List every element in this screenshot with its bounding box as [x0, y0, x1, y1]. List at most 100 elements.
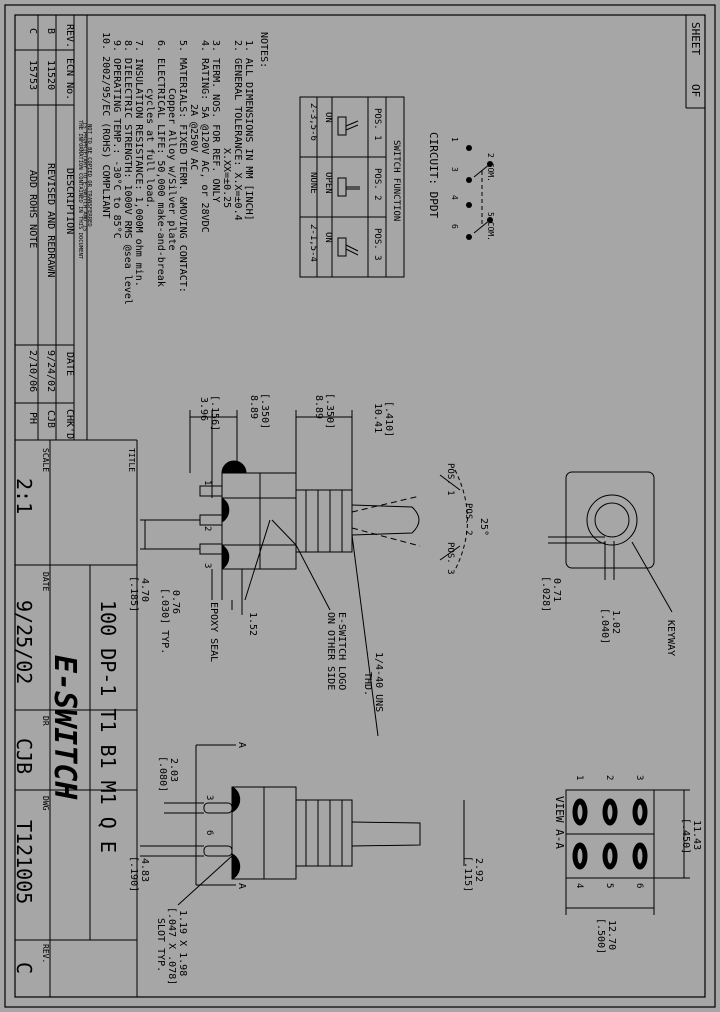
- note-line-2: 2. GENERAL TOLERANCE: X.X=±0.4: [232, 40, 243, 221]
- title-value: 100 DP-1 T1 B1 M1 Q E: [96, 600, 120, 853]
- dim-1-52: 1.52: [247, 612, 258, 636]
- note-line-9: 6. ELECTRICAL LIFE: 50,000 make-and-brea…: [155, 40, 166, 287]
- sf-term-pos1: 2-3,5-6: [308, 103, 318, 141]
- dim-0-76-in: [.030] TYP.: [159, 588, 170, 654]
- note-line-3: X.XX=±0.25: [221, 148, 232, 208]
- sheet-of-label: OF: [689, 84, 702, 97]
- rev-value: C: [12, 962, 36, 974]
- angle-label: 25°: [478, 518, 489, 536]
- dwg-label: DWG: [41, 796, 50, 811]
- rev-c-description: ADD ROHS NOTE: [27, 170, 38, 248]
- dim-11-43: 11.43: [691, 820, 702, 850]
- note-line-1: 1. ALL DIMENSIONS IN MM [INCH]: [243, 40, 254, 221]
- rev-b-code: B: [45, 28, 56, 34]
- dim-11-43-in: [.450]: [680, 818, 691, 854]
- dim-8-89-a: 8.89: [248, 395, 259, 419]
- keyway-label: KEYWAY: [665, 620, 676, 656]
- switch-function-table: [299, 96, 405, 278]
- rev-c-date: 2/10/06: [27, 350, 38, 392]
- side-term-1: 1: [202, 480, 212, 485]
- date-label: DATE: [41, 572, 50, 591]
- dr-value: CJB: [12, 738, 36, 774]
- view-aa-num-4: 4: [574, 883, 584, 888]
- rev-header-rev: REV.: [64, 24, 75, 48]
- dr-label: DR: [41, 716, 50, 726]
- dim-10-41-in: [.410]: [383, 401, 394, 437]
- title-label: TITLE: [127, 448, 136, 472]
- dim-2-92-in: [.115]: [462, 856, 473, 892]
- pos-3-label: POS. 3: [445, 542, 455, 575]
- sf-on-pos1: ON: [323, 112, 333, 123]
- slot-dim: 1.19 X 1.98: [177, 910, 188, 976]
- sf-col-pos1: POS. 1: [372, 108, 382, 141]
- rev-c-ecn: 15753: [27, 60, 38, 90]
- proprietary-line-1: THE INFORMATION CONTAINED IN THIS DOCUME…: [77, 120, 83, 260]
- rev-b-chkd: CJB: [45, 410, 56, 428]
- title-block-text: TITLE 100 DP-1 T1 B1 M1 Q E SCALE 2:1 DA…: [12, 448, 136, 974]
- bottom-term-6: 6: [204, 830, 214, 835]
- note-line-5: 4. RATING: 5A @120V AC, or 28VDC: [199, 40, 210, 233]
- view-aa-num-3: 3: [634, 775, 644, 780]
- outer-border: [4, 4, 716, 1008]
- rev-b-description: REVISED AND REDRAWN: [45, 163, 56, 277]
- rev-label: REV.: [41, 944, 50, 963]
- section-a-bottom: A: [236, 883, 247, 889]
- circuit-label-3: 3: [450, 167, 459, 172]
- rev-header-chkd: CHK'D: [64, 409, 75, 439]
- front-view-drawing: [548, 471, 673, 613]
- dim-4-70: 4.70: [139, 578, 150, 602]
- bottom-view-text: A A 3 6 2.03 [.080] 4.83 [.190] 2.92 [.1…: [128, 742, 484, 985]
- note-line-11: 7. INSULATION RESISTANCE: 1,000M ohm min…: [133, 40, 144, 287]
- note-line-14: 10. 2002/95/EC (ROHS) COMPLIANT: [100, 32, 111, 219]
- e-switch-logo: E-SWITCH: [47, 655, 82, 800]
- view-aa-num-1: 1: [574, 775, 584, 780]
- dim-0-76: 0.76: [170, 590, 181, 614]
- switch-function-title: SWITCH FUNCTION: [391, 140, 401, 221]
- view-aa-num-5: 5: [604, 883, 614, 888]
- rev-b-ecn: 11520: [45, 60, 56, 90]
- dim-8-89-b: 8.89: [313, 395, 324, 419]
- sf-on-pos2: OPEN: [323, 172, 333, 194]
- date-value: 9/25/02: [12, 600, 36, 684]
- note-line-7: 5. MATERIALS: FIXED TERM. &MOVING CONTAC…: [177, 40, 188, 293]
- dim-0-71-in: [.028]: [540, 576, 551, 612]
- thread-label-2: THD.: [362, 672, 373, 696]
- dim-10-41: 10.41: [372, 403, 383, 433]
- dim-3-96: 3.96: [198, 397, 209, 421]
- circuit-diagram: CIRCUIT: DPDT 2 COM. 5 COM. 1 3 4 6: [427, 132, 495, 241]
- note-line-8: Copper Alloy w/Silver plate: [166, 88, 177, 251]
- rev-c-code: C: [27, 28, 38, 34]
- rev-header-date: DATE: [64, 352, 75, 376]
- slot-typ: SLOT TYP.: [155, 918, 166, 972]
- dim-3-96-in: [.156]: [209, 395, 220, 431]
- view-aa-drawing: [565, 789, 690, 915]
- revision-table: [14, 14, 88, 441]
- dim-4-70-in: [.185]: [128, 576, 139, 612]
- note-line-12: 8. DIELECTRIC STRENGTH: 1000V RMS @sea l…: [122, 40, 133, 305]
- note-line-10: cycles at full load.: [144, 88, 155, 208]
- dim-8-89-b-in: [.350]: [324, 393, 335, 429]
- dim-1-02: 1.02: [610, 610, 621, 634]
- dim-0-71: 0.71: [551, 578, 562, 602]
- section-a-top: A: [236, 742, 247, 748]
- pos-1-label: POS. 1: [445, 463, 455, 496]
- view-aa-num-6: 6: [634, 883, 644, 888]
- side-view-text: 10.41 [.410] 8.89 [.350] 8.89 [.350] 3.9…: [128, 393, 489, 712]
- thread-label-1: 1/4-40 UNS: [373, 652, 384, 712]
- dim-4-83: 4.83: [139, 858, 150, 882]
- rev-header-ecn: ECN No.: [64, 58, 75, 100]
- view-aa-title: VIEW A-A: [553, 796, 566, 849]
- sf-term-pos2: NONE: [308, 172, 318, 194]
- notes-block: NOTES: 1. ALL DIMENSIONS IN MM [INCH] 2.…: [100, 32, 269, 305]
- revision-table-text: REV. ECN No. DESCRIPTION DATE CHK'D C 15…: [27, 24, 92, 439]
- circuit-title: CIRCUIT: DPDT: [427, 132, 440, 218]
- sheet-label: SHEET: [689, 22, 702, 55]
- switch-function-text: SWITCH FUNCTION POS. 1 POS. 2 POS. 3 ON …: [308, 103, 401, 262]
- circuit-label-1: 1: [450, 137, 459, 142]
- sf-term-pos3: 2-1,5-4: [308, 224, 318, 262]
- dim-1-02-in: [.040]: [599, 608, 610, 644]
- dim-12-70: 12.70: [606, 920, 617, 950]
- dim-4-83-in: [.190]: [128, 856, 139, 892]
- dim-2-92: 2.92: [473, 858, 484, 882]
